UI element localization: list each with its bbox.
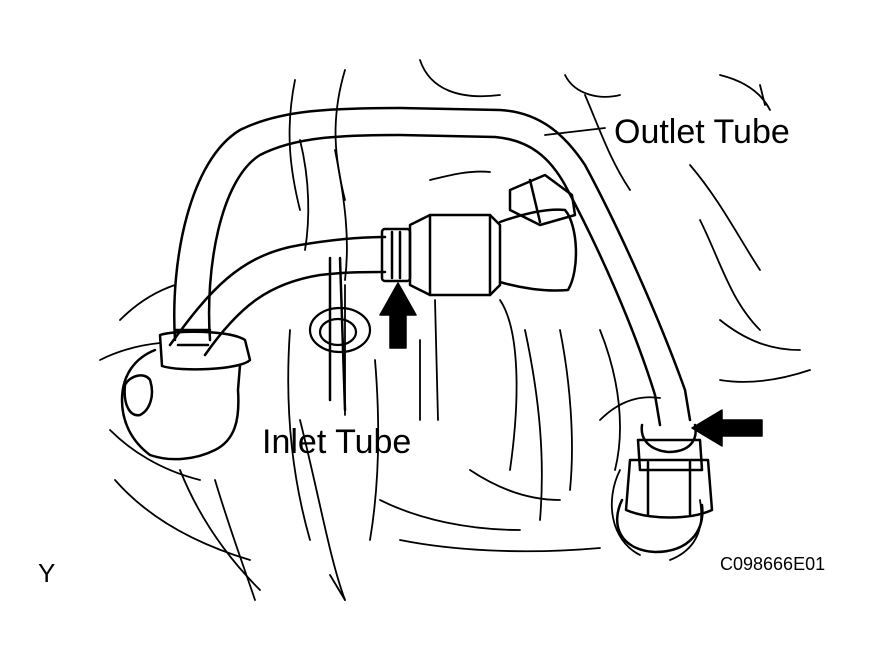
arrow-left-icon	[691, 409, 763, 447]
outlet-leader-line	[544, 127, 606, 136]
outlet-tube-label: Outlet Tube	[614, 113, 790, 151]
view-letter: Y	[38, 558, 56, 588]
figure-code: C098666E01	[720, 554, 826, 574]
arrow-up-icon	[379, 282, 417, 349]
tube-clamp	[120, 328, 252, 461]
outlet-tube	[173, 106, 692, 427]
inlet-tube-label: Inlet Tube	[262, 423, 412, 461]
right-nut-fitting	[615, 423, 714, 554]
inlet-boss	[308, 306, 372, 354]
center-union-fitting	[380, 173, 578, 297]
engine-background-lines	[99, 59, 811, 601]
